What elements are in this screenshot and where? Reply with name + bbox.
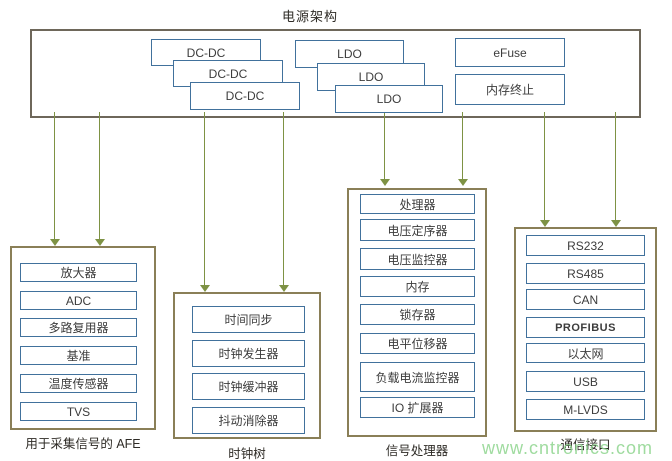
block-voltage-monitor: 电压监控器 — [360, 248, 475, 270]
block-jitter-cleaner: 抖动消除器 — [192, 407, 305, 434]
arrow-down-2 — [94, 112, 105, 246]
group-comm-interface: RS232 RS485 CAN PROFIBUS 以太网 USB M-LVDS — [514, 227, 657, 432]
block-load-current-monitor: 负载电流监控器 — [360, 362, 475, 392]
caption-clock-tree: 时钟树 — [228, 447, 266, 461]
group-clock-tree: 时间同步 时钟发生器 时钟缓冲器 抖动消除器 — [173, 292, 321, 439]
block-adc: ADC — [20, 291, 137, 310]
block-amplifier: 放大器 — [20, 263, 137, 282]
block-ethernet: 以太网 — [526, 343, 645, 363]
block-usb: USB — [526, 371, 645, 392]
block-level-shifter: 电平位移器 — [360, 333, 475, 354]
block-clock-buffer: 时钟缓冲器 — [192, 373, 305, 400]
block-rs232: RS232 — [526, 235, 645, 256]
block-m-lvds: M-LVDS — [526, 399, 645, 420]
block-ldo-3: LDO — [335, 85, 443, 113]
block-multiplexer: 多路复用器 — [20, 318, 137, 337]
block-efuse: eFuse — [455, 38, 565, 67]
arrow-down-8 — [610, 112, 621, 227]
block-dcdc-3: DC-DC — [190, 82, 300, 110]
block-temperature-sensor: 温度传感器 — [20, 374, 137, 393]
block-rs485: RS485 — [526, 263, 645, 284]
caption-signal-processor: 信号处理器 — [385, 444, 449, 458]
block-io-expander: IO 扩展器 — [360, 397, 475, 418]
block-can: CAN — [526, 289, 645, 310]
arrow-down-3 — [199, 112, 210, 292]
block-profibus: PROFIBUS — [526, 317, 645, 338]
block-clock-generator: 时钟发生器 — [192, 340, 305, 367]
block-voltage-sequencer: 电压定序器 — [360, 219, 475, 241]
block-latch: 锁存器 — [360, 304, 475, 325]
arrow-down-5 — [379, 112, 390, 186]
group-signal-processor: 处理器 电压定序器 电压监控器 内存 锁存器 电平位移器 负载电流监控器 IO … — [347, 188, 487, 437]
block-processor: 处理器 — [360, 194, 475, 214]
arrow-down-4 — [278, 112, 289, 292]
diagram-title: 电源架构 — [281, 9, 338, 24]
block-time-sync: 时间同步 — [192, 306, 305, 333]
block-tvs: TVS — [20, 402, 137, 421]
group-afe: 放大器 ADC 多路复用器 基准 温度传感器 TVS — [10, 246, 156, 430]
arrow-down-7 — [539, 112, 550, 227]
arrow-down-6 — [457, 112, 468, 186]
caption-afe: 用于采集信号的 AFE — [25, 437, 141, 451]
arrow-down-1 — [49, 112, 60, 246]
block-memory-termination: 内存终止 — [455, 74, 565, 105]
block-reference: 基准 — [20, 346, 137, 365]
caption-comm-interface: 通信接口 — [560, 438, 611, 452]
watermark-cntronics: www.cntronics.com — [482, 438, 654, 458]
block-memory: 内存 — [360, 276, 475, 297]
